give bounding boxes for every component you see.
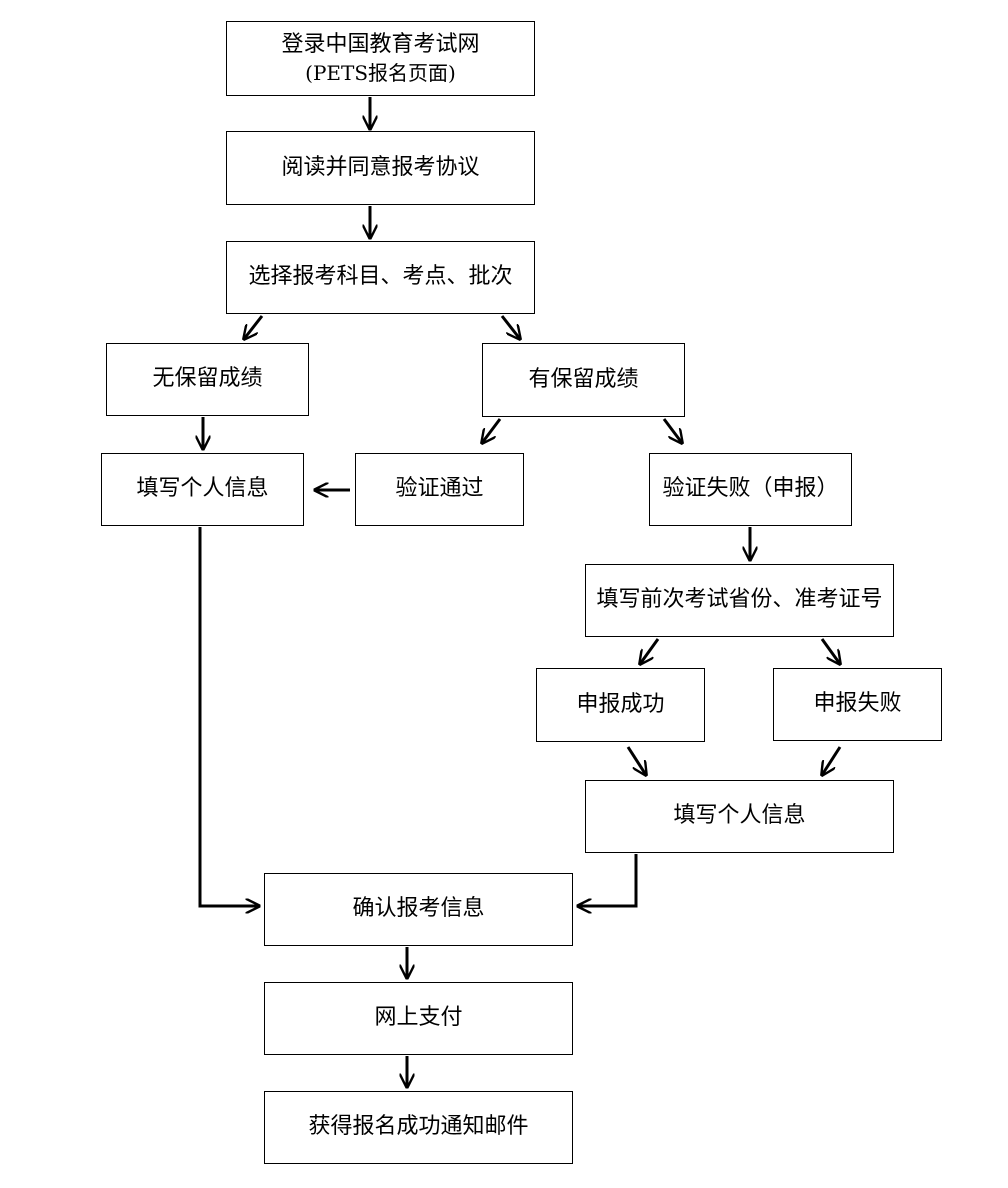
- node-login-sublabel: (PETS报名页面): [305, 60, 456, 85]
- node-declare-fail: 申报失败: [773, 668, 942, 741]
- node-verify-fail: 验证失败（申报）: [649, 453, 852, 526]
- node-notify-label: 获得报名成功通知邮件: [308, 1114, 529, 1140]
- node-agree: 阅读并同意报考协议: [226, 131, 535, 205]
- node-fill-info-left-label: 填写个人信息: [136, 476, 269, 502]
- arrow-select-to-has-retain: [500, 315, 520, 339]
- arrow-fill-info-right-to-confirm: [578, 854, 638, 906]
- node-fill-prev-label: 填写前次考试省份、准考证号: [596, 587, 883, 613]
- node-pay: 网上支付: [264, 982, 573, 1055]
- node-confirm: 确认报考信息: [264, 873, 573, 946]
- arrow-select-to-no-retain: [244, 315, 264, 339]
- node-verify-fail-label: 验证失败（申报）: [662, 476, 839, 502]
- node-has-retain-label: 有保留成绩: [528, 366, 639, 392]
- node-declare-ok-label: 申报成功: [576, 691, 665, 717]
- node-verify-pass-label: 验证通过: [395, 476, 484, 502]
- node-no-retain: 无保留成绩: [106, 343, 309, 416]
- node-select: 选择报考科目、考点、批次: [226, 241, 535, 314]
- node-login: 登录中国教育考试网 (PETS报名页面): [226, 21, 535, 96]
- arrow-fill-info-left-to-confirm: [198, 527, 259, 906]
- node-fill-info-right-label: 填写个人信息: [673, 803, 806, 829]
- node-fill-prev: 填写前次考试省份、准考证号: [585, 564, 894, 637]
- node-pay-label: 网上支付: [374, 1005, 463, 1031]
- arrow-has-retain-to-verify-pass: [482, 418, 502, 443]
- node-verify-pass: 验证通过: [355, 453, 524, 526]
- arrow-declare-fail-to-fill-info-right: [822, 746, 842, 775]
- node-login-label: 登录中国教育考试网: [281, 32, 480, 58]
- node-declare-fail-label: 申报失败: [813, 691, 902, 717]
- node-no-retain-label: 无保留成绩: [152, 366, 263, 392]
- node-declare-ok: 申报成功: [536, 668, 705, 742]
- node-fill-info-left: 填写个人信息: [101, 453, 304, 526]
- node-select-label: 选择报考科目、考点、批次: [248, 264, 513, 290]
- node-confirm-label: 确认报考信息: [352, 896, 485, 922]
- arrow-declare-ok-to-fill-info-right: [626, 746, 646, 775]
- arrow-has-retain-to-verify-fail: [662, 418, 682, 443]
- node-notify: 获得报名成功通知邮件: [264, 1091, 573, 1164]
- arrow-fill-prev-to-declare-ok: [640, 638, 660, 664]
- node-fill-info-right: 填写个人信息: [585, 780, 894, 853]
- node-has-retain: 有保留成绩: [482, 343, 685, 417]
- node-agree-label: 阅读并同意报考协议: [281, 154, 480, 180]
- arrow-fill-prev-to-declare-fail: [820, 638, 840, 664]
